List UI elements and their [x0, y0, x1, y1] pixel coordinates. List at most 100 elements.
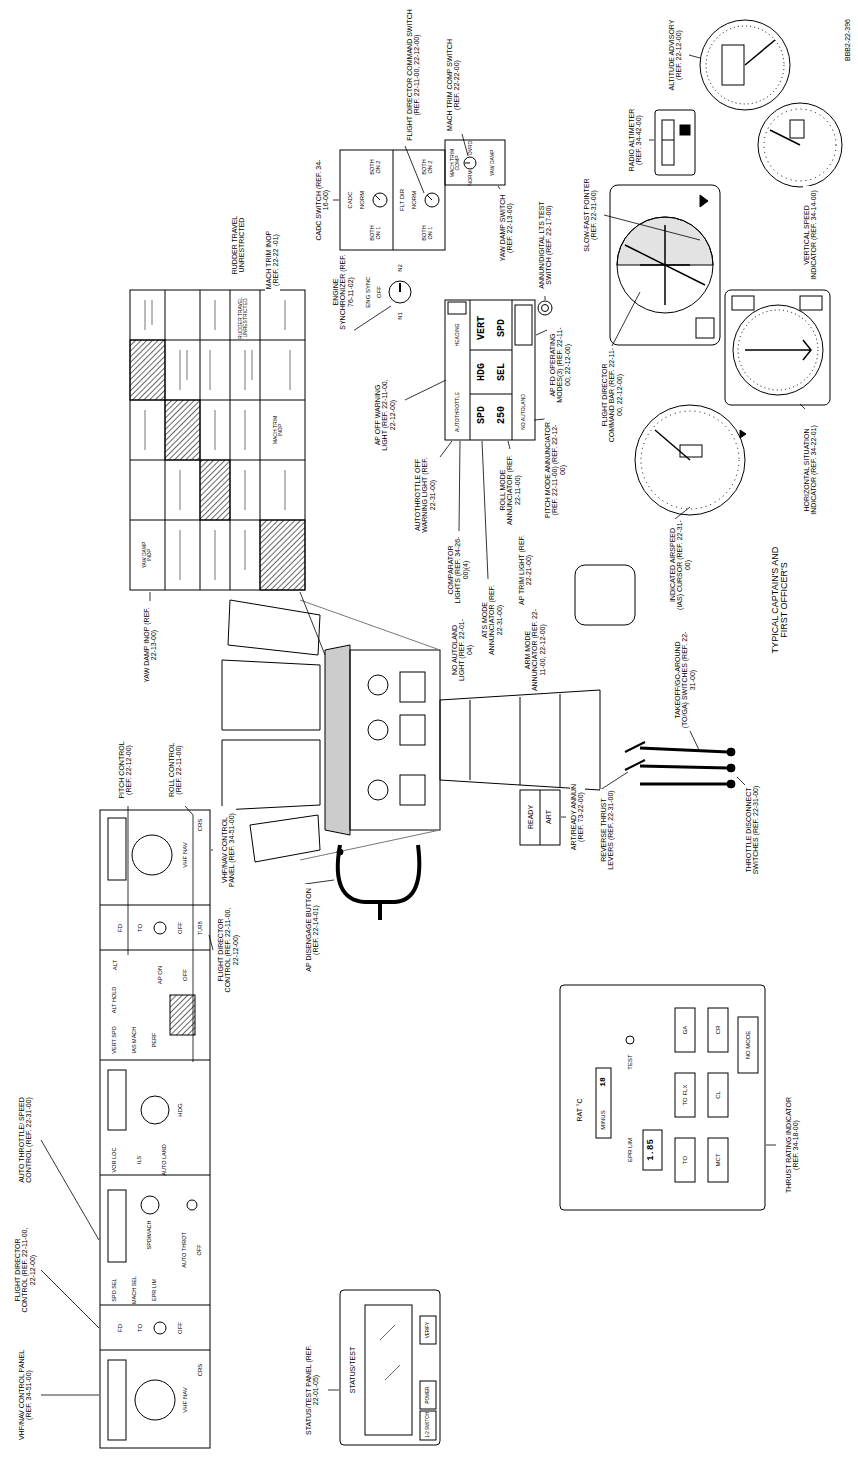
annunciator-table-part	[145, 300, 290, 580]
thrust-rating-indicator-part	[708, 1008, 728, 1052]
thrust-rating-indicator-part	[626, 1036, 634, 1044]
callout-label: ART/READY ANNUN (REF. 73-22-00)	[570, 779, 585, 856]
throttle-quadrant-part	[625, 742, 645, 770]
callout-label: NO AUTOLAND LIGHT (REF. 22-01-04)	[451, 617, 474, 684]
callout-label: ROLL CONTROL (REF. 22-11-00)	[168, 734, 183, 806]
display-readout: SPD	[477, 400, 488, 430]
panel-legend: AUTO LAND	[162, 1143, 168, 1178]
thrust-rating-indicator-part	[675, 1138, 695, 1182]
glareshield-control-strip-part	[187, 1200, 197, 1210]
callout-label: CADC SWITCH (REF. 34-16-00)	[315, 154, 330, 246]
annunciator-table	[130, 290, 305, 590]
throttle-quadrant-part	[727, 780, 735, 788]
panel-legend: GA	[682, 1015, 688, 1045]
panel-legend: BOTH ON 2	[370, 156, 382, 178]
panel-legend: ART	[545, 802, 553, 832]
mach-trim-yaw-damp-panel-part	[464, 157, 476, 169]
cockpit-view-part	[400, 672, 425, 702]
attitude-director-indicator-part	[700, 195, 708, 207]
panel-legend: TO	[137, 918, 143, 938]
panel-legend: VHF NAV	[182, 1385, 188, 1415]
panel-legend: OFF	[182, 965, 188, 985]
control-wheel	[337, 845, 419, 920]
mach-trim-yaw-damp-panel-part	[445, 140, 505, 185]
vertical-speed-indicator-part	[770, 130, 800, 145]
cockpit-view-part	[400, 775, 425, 805]
panel-legend: EPR LIM	[627, 1130, 633, 1170]
panel-legend: TURB	[198, 916, 203, 941]
callout-label: ANNUN/DIGITAL LTS TEST SWITCH (REF. 22-1…	[538, 194, 553, 296]
cockpit-view-part	[300, 600, 440, 860]
callout-label: AUTOTHROTTLE OFF WARNING LIGHT (REF. 22-…	[414, 454, 437, 536]
panel-legend: BOTH ON 1	[422, 222, 434, 244]
cockpit-view	[222, 565, 635, 862]
glareshield-control-strip-part	[154, 1322, 166, 1334]
callout-label: YAW DAMP SWITCH (REF. 22-13-00)	[499, 190, 514, 267]
mach-trim-yaw-damp-panel	[445, 140, 505, 185]
callout-label: RADIO ALTIMETER (REF. 34-42-00)	[628, 99, 643, 181]
cockpit-view-part	[368, 780, 388, 800]
engine-sync-knob	[389, 281, 411, 303]
panel-legend: BOTH ON 1	[370, 222, 382, 244]
cockpit-view-part	[440, 690, 600, 790]
cockpit-view-part	[368, 675, 388, 695]
panel-legend: MACH TRIM COMP	[450, 143, 461, 183]
attitude-director-indicator-part	[625, 225, 705, 305]
leader-lines-part	[150, 592, 151, 601]
callout-label: REVERSE THRUST LEVERS (REF. 22-31-00)	[600, 789, 615, 871]
annunciator-table-part	[200, 460, 230, 520]
radio-altimeter-part	[680, 125, 690, 135]
callout-label: MACH TRIM COMP SWITCH (REF. 22-22-00)	[446, 37, 461, 134]
leader-lines-part	[649, 140, 654, 141]
cockpit-view-part	[222, 660, 320, 730]
callout-label: VERTICAL SPEED INDICATOR (REF. 34-14-00)	[803, 187, 818, 284]
glareshield-control-strip-part	[108, 818, 126, 880]
thrust-rating-indicator-part	[708, 1138, 728, 1182]
panel-legend: HEADING	[455, 318, 460, 353]
panel-legend: YAW DAMP	[490, 148, 495, 178]
glareshield-control-strip-part	[141, 1096, 169, 1124]
callout-label: ATS MODE ANNUNCIATOR (REF. 22-31-00)	[481, 579, 504, 661]
leader-lines-part	[690, 731, 700, 752]
glareshield-control-strip	[100, 810, 210, 1448]
display-readout: VERT	[477, 313, 488, 343]
control-wheel-part	[337, 849, 343, 855]
callout-label: TYPICAL CAPTAIN'S AND FIRST OFFICER'S	[771, 544, 790, 656]
engine-sync-knob-part	[389, 281, 411, 303]
radio-altimeter	[655, 110, 695, 175]
callout-label: AP FD OPERATING MODES(3) (REF. 22-11-00,…	[549, 322, 572, 409]
leader-lines-part	[604, 215, 700, 240]
annunciator-table-part	[130, 290, 305, 590]
panel-legend: MINUS	[600, 1105, 606, 1135]
callout-label: PITCH MODE ANNUNCIATOR (REF. 22-11-00) (…	[544, 419, 567, 521]
altitude-advisory-altimeter-part	[745, 40, 775, 65]
horizontal-situation-indicator-part	[725, 290, 830, 405]
panel-legend: ILS	[137, 1145, 143, 1175]
art-ready-annunciator-part	[520, 790, 560, 845]
panel-legend: N2	[397, 261, 403, 276]
callout-label: HORIZONTAL SITUATION INDICATOR (REF. 34-…	[803, 409, 818, 531]
display-readout: HDG	[477, 357, 488, 387]
callout-label: AP DISENGAGE BUTTON (REF. 22-14-01)	[305, 884, 320, 976]
panel-legend: READY	[527, 797, 535, 837]
throttle-quadrant-part	[727, 764, 735, 772]
cadc-fd-switch-panel-part	[375, 195, 380, 200]
radio-altimeter-part	[662, 120, 674, 165]
callout-label: STATUS/TEST PANEL (REF. 22-01-05)	[305, 1339, 320, 1441]
leader-lines-part	[459, 441, 460, 531]
leader-lines-part	[612, 292, 640, 346]
mach-trim-yaw-damp-panel-part	[465, 163, 470, 164]
engine-sync-knob-part	[399, 283, 401, 292]
leader-lines-part	[675, 507, 690, 519]
leader-lines-part	[766, 1145, 776, 1146]
leader-lines-part	[333, 200, 339, 201]
callout-label: ENGINE SYNCHRONIZER (REF. 76-11-02)	[332, 251, 355, 333]
status-test-panel-part	[420, 1316, 436, 1344]
cadc-fd-switch-panel-part	[425, 193, 439, 207]
panel-legend: FD	[117, 1318, 123, 1338]
leader-lines-part	[536, 330, 547, 335]
status-test-panel-part	[365, 1305, 412, 1435]
status-test-panel-part	[420, 1411, 436, 1440]
altitude-advisory-altimeter-part	[700, 20, 790, 110]
callout-label: VHF/NAV CONTROL PANEL (REF. 34-51-00)	[18, 1344, 33, 1446]
